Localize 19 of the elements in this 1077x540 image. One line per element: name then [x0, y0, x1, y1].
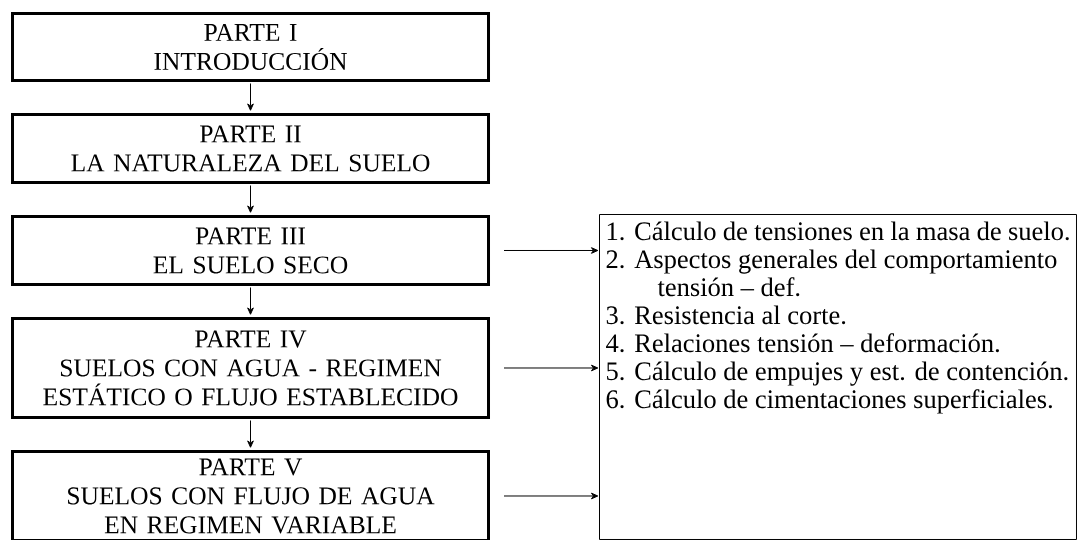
- list-item: 6. Cálculo de cimentaciones superficiales.: [606, 389, 1052, 414]
- list-item: 5. Cálculo de empujes y est. de contención.: [607, 361, 1068, 386]
- list-item: 3. Resistencia al corte.: [606, 305, 846, 325]
- list-item: 2. Aspectos generales del comportamiento tensión – def.: [606, 249, 1057, 297]
- part-box: PARTE I INTRODUCCIÓN: [11, 12, 490, 82]
- part-box: PARTE II LA NATURALEZA DEL SUELO: [11, 113, 490, 184]
- arrow: [247, 420, 254, 448]
- list-item: 4. Relaciones tensión – deformación.: [606, 333, 999, 353]
- arrow: [503, 492, 599, 500]
- arrow: [503, 364, 599, 372]
- part-box: PARTE V SUELOS CON FLUJO DE AGUA EN REGIMEN VARIABLE: [11, 450, 490, 540]
- list-box: [599, 214, 1077, 540]
- arrow: [503, 247, 599, 254]
- arrow: [247, 287, 254, 315]
- arrow: [247, 185, 254, 213]
- part-box: PARTE IV SUELOS CON AGUA - REGIMEN ESTÁTICO O FLUJO ESTABLECIDO: [11, 317, 490, 419]
- arrow: [247, 83, 254, 111]
- part-box: PARTE III EL SUELO SECO: [11, 215, 490, 286]
- list-item: 1. Cálculo de tensiones en la masa de suelo.: [607, 221, 1069, 241]
